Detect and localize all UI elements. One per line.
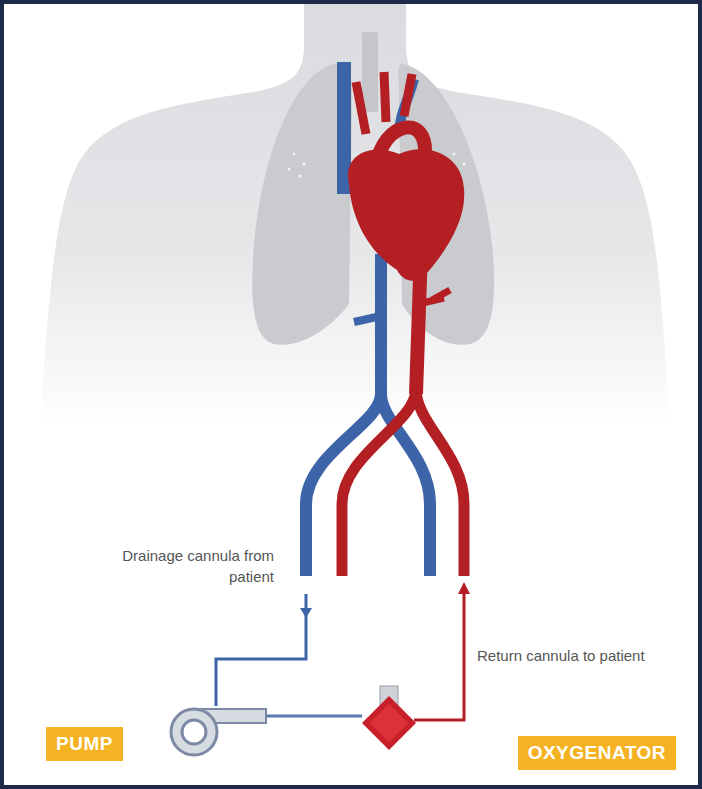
drainage-line [216,594,306,706]
body-silhouette [34,4,676,564]
connector-layer [4,4,702,789]
device-node: PUMP [44,699,266,767]
device-label: PUMP [46,727,123,761]
oxygenator-symbol [362,686,416,750]
device-node: OXYGENATOR [362,692,680,774]
node-layer: PUMP OXYGENATOR [4,4,702,789]
return-arrow [458,582,470,594]
tubing-connector [266,715,362,718]
arteries [342,72,464,576]
cannula-label: Drainage cannula from patient [104,545,274,587]
drainage-arrow [300,608,312,618]
cannula-label: Return cannula to patient [477,645,647,666]
pump-symbol [171,709,266,755]
heart [348,149,464,280]
anatomy-illustration [4,4,702,789]
veins [306,62,430,576]
device-label: OXYGENATOR [518,736,676,770]
trachea [362,32,378,112]
return-line [414,592,464,720]
